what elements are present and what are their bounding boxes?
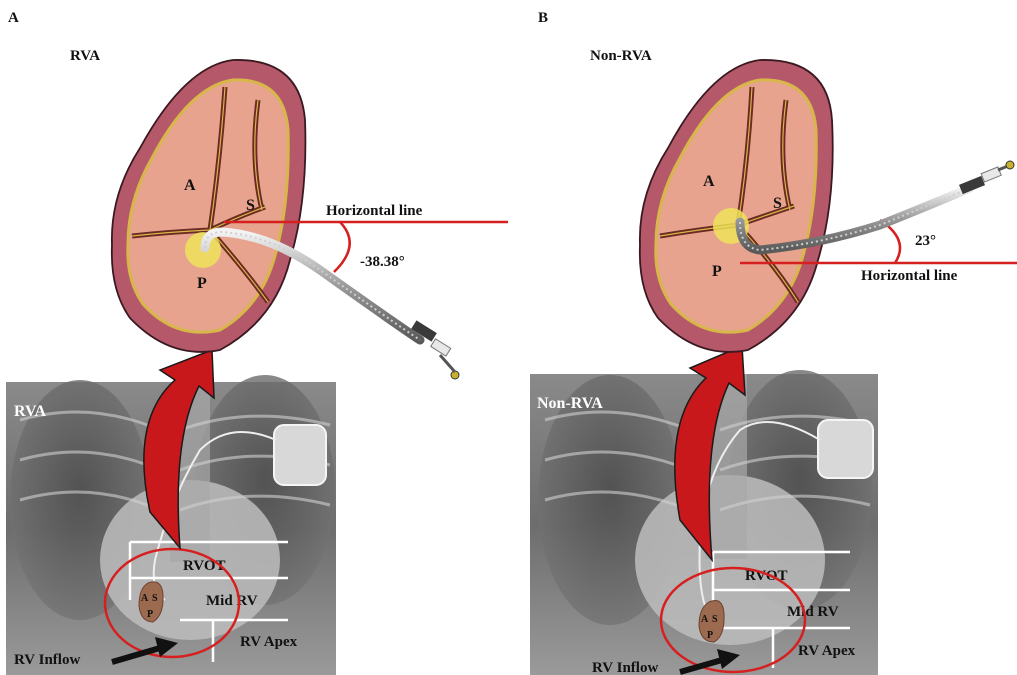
panel-a-title: RVA	[70, 48, 100, 64]
panel-a-mini-s: S	[152, 593, 158, 604]
panel-a-region-septal: S	[246, 197, 255, 214]
panel-b-angle-label: 23°	[915, 233, 936, 249]
panel-a-mini-p: P	[147, 609, 153, 620]
panel-b: B Non-RVA Non-RVA RVOT Mid RV RV Apex	[530, 10, 1017, 675]
panel-b-region-posterior: P	[712, 263, 722, 280]
panel-a-region-posterior: P	[197, 275, 207, 292]
panel-b-heart-cross-section: A S P	[640, 60, 833, 352]
panel-a-xray-label: RVA	[14, 403, 46, 420]
panel-a-region-anterior: A	[184, 177, 196, 194]
panel-a-zone-mid-rv: Mid RV	[206, 593, 258, 609]
pacemaker-icon	[818, 420, 873, 478]
panel-a-horizontal-line-label: Horizontal line	[326, 203, 423, 219]
panel-b-zone-mid-rv: Mid RV	[787, 604, 839, 620]
panel-b-mini-a: A	[701, 614, 709, 625]
panel-a-angle-arc	[334, 222, 350, 272]
panel-a-heart-cross-section: A S P	[112, 60, 306, 352]
panel-a-mini-a: A	[141, 593, 149, 604]
panel-b-inflow-label: RV Inflow	[592, 660, 658, 675]
panel-a-zone-rv-apex: RV Apex	[240, 634, 298, 650]
panel-a-inflow-label: RV Inflow	[14, 652, 80, 668]
pacemaker-icon	[274, 425, 326, 485]
panel-b-region-septal: S	[773, 195, 782, 212]
panel-b-horizontal-line-label: Horizontal line	[861, 268, 958, 284]
panel-b-title: Non-RVA	[590, 48, 652, 64]
panel-b-letter: B	[538, 10, 548, 26]
panel-b-mini-s: S	[712, 614, 718, 625]
panel-a-letter: A	[8, 10, 19, 26]
panel-a: A RVA RVA RVOT Mid RV RV Apex	[6, 10, 508, 675]
panel-b-region-anterior: A	[703, 173, 715, 190]
panel-b-mini-p: P	[707, 630, 713, 641]
panel-a-angle-label: -38.38°	[360, 254, 405, 270]
panel-b-xray-label: Non-RVA	[537, 395, 603, 412]
panel-b-zone-rv-apex: RV Apex	[798, 643, 856, 659]
